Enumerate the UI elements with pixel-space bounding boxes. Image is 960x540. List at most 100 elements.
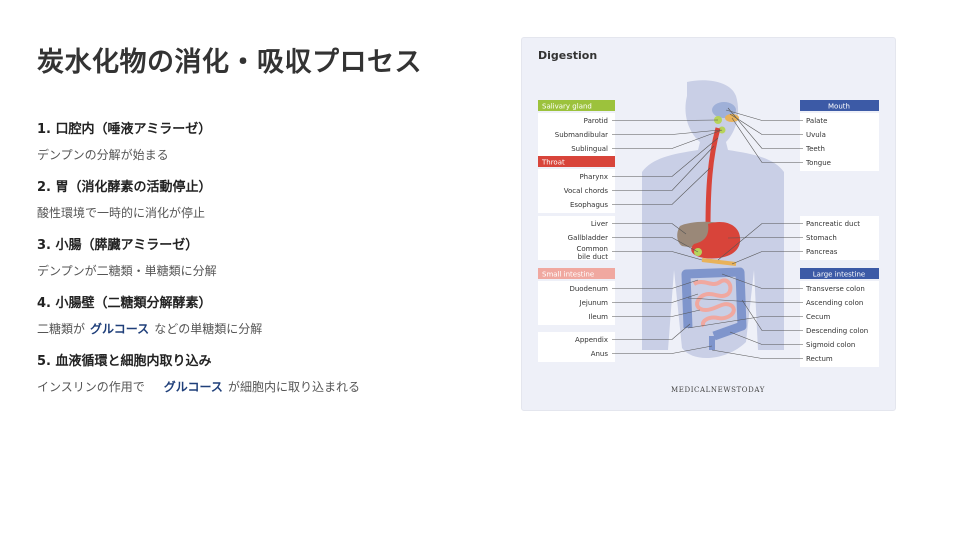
organ-label: Pharynx [579,173,608,181]
step-description: 酸性環境で一時的に消化が停止 [37,206,206,220]
organ-label: Anus [591,350,609,358]
process-steps: 1. 口腔内（唾液アミラーゼ） デンプンの分解が始まる 2. 胃（消化酵素の活動… [37,120,497,410]
leader-line [687,297,803,303]
step-description: デンプンの分解が始まる [37,148,169,162]
desc-text: が細胞内に取り込まれる [227,380,360,394]
leader-line [727,107,803,149]
leader-line [711,349,803,359]
organ-label: Sublingual [571,145,608,153]
leader-line [725,109,803,121]
leader-line [612,129,721,135]
group-header-bg [538,156,615,167]
pancreas-shape [701,258,737,266]
group-header: Large intestine [813,271,865,279]
organ-label: Pancreatic duct [806,220,860,228]
glucose-highlight: グルコース [163,380,223,394]
leader-line [612,145,715,191]
leader-line [612,279,699,289]
organ-label: Liver [591,220,608,228]
organ-label: Rectum [806,355,833,363]
organ-label: Common [576,245,608,253]
group-header: Small intestine [542,271,594,279]
step-description: 二糖類がグルコースなどの単糖類に分解 [37,320,497,338]
organ-label: Tongue [805,159,831,167]
group-header-bg [800,100,879,111]
label-box [800,216,879,260]
organ-label: Ascending colon [806,299,863,307]
step-3: 3. 小腸（膵臓アミラーゼ） デンプンが二糖類・単糖類に分解 [37,236,497,294]
leader-line [721,273,803,289]
step-description: デンプンが二糖類・単糖類に分解 [37,264,217,278]
leader-line [612,137,719,177]
organ-label: Descending colon [806,327,868,335]
step-heading: 3. 小腸（膵臓アミラーゼ） [37,238,199,253]
organ-label: Appendix [575,336,608,344]
leader-line [687,316,803,329]
leader-line [612,345,713,354]
leader-line [612,323,691,340]
step-1: 1. 口腔内（唾液アミラーゼ） デンプンの分解が始まる [37,120,497,178]
organ-label: Esophagus [570,201,608,209]
leader-line [612,167,711,205]
desc-text: 二糖類が [37,322,86,336]
step-heading: 1. 口腔内（唾液アミラーゼ） [37,122,212,137]
desc-text: インスリンの作用で [37,380,145,394]
label-box [538,332,615,362]
desc-text: などの単糖類に分解 [154,322,263,336]
page-title: 炭水化物の消化・吸収プロセス [37,47,422,78]
label-box [538,113,615,157]
anatomy-illustration: Salivary glandParotidSubmandibularSublin… [538,80,879,367]
esophagus-shape [705,127,721,229]
stomach-shape [691,222,741,259]
leader-line [731,251,803,265]
group-header-bg [538,268,615,279]
organ-label: Transverse colon [805,285,865,293]
leader-line [717,223,803,261]
organ-label: Palate [806,117,827,125]
label-box [538,216,615,260]
group-header: Salivary gland [542,103,592,111]
group-header-bg [800,268,879,279]
organ-label: Teeth [805,145,825,153]
leader-line [612,251,703,261]
step-2: 2. 胃（消化酵素の活動停止） 酸性環境で一時的に消化が停止 [37,178,497,236]
publisher-credit: MEDICALNEWSTODAY [671,386,765,394]
small-intestine-shape [692,278,736,328]
leader-line [612,293,699,303]
leader-line [612,129,723,149]
label-box [800,113,879,171]
label-box [538,169,615,213]
diagram-title: Digestion [538,49,598,62]
group-header: Mouth [828,103,850,111]
label-box [538,281,615,325]
organ-label: Ileum [588,313,608,321]
glucose-highlight: グルコース [90,322,150,336]
leader-line [727,237,803,239]
organ-label: Submandibular [555,131,608,139]
large-intestine-shape [681,267,747,341]
step-heading: 2. 胃（消化酵素の活動停止） [37,180,212,195]
organ-label: bile duct [578,253,609,261]
organ-label: Duodenum [569,285,608,293]
label-box [800,281,879,367]
organ-label: Stomach [806,234,837,242]
leader-line [729,113,803,135]
organ-label: Gallbladder [568,234,608,242]
organ-label: Parotid [584,117,608,125]
leader-line [741,299,803,331]
leader-line [731,117,803,163]
leader-line [612,237,699,253]
organ-label: Uvula [806,131,826,139]
organ-label: Sigmoid colon [806,341,855,349]
step-description: インスリンの作用で グルコースが細胞内に取り込まれる [37,378,497,396]
organ-label: Vocal chords [564,187,609,195]
organ-label: Pancreas [806,248,838,256]
leader-line [729,331,803,345]
step-4: 4. 小腸壁（二糖類分解酵素） 二糖類がグルコースなどの単糖類に分解 [37,294,497,352]
step-heading: 5. 血液循環と細胞内取り込み [37,354,212,369]
step-heading: 4. 小腸壁（二糖類分解酵素） [37,296,212,311]
group-header-bg [538,100,615,111]
leader-line [612,309,701,317]
body-silhouette [642,80,784,359]
